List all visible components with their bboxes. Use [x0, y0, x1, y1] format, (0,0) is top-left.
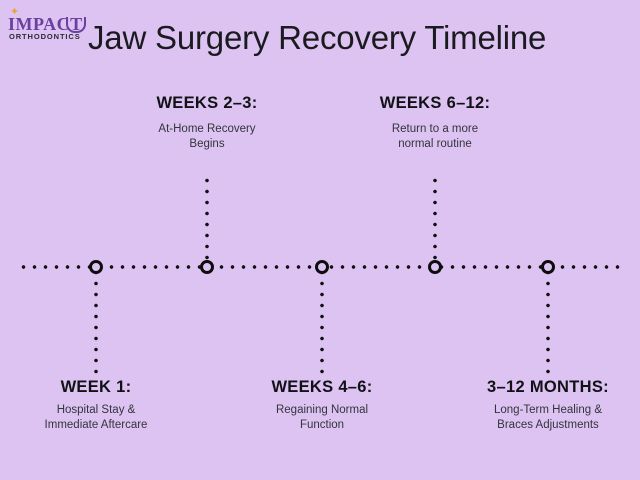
- milestone-description-line: Long-Term Healing &: [493, 403, 603, 416]
- timeline-marker-months-3-12[interactable]: [541, 260, 555, 274]
- milestone-description-line: Regaining Normal: [275, 403, 369, 416]
- timeline-connector: [546, 267, 550, 374]
- timeline-connector: [433, 175, 437, 267]
- sparkle-icon: ✦: [10, 6, 20, 18]
- milestone-description-line: normal routine: [398, 138, 472, 151]
- milestone-heading: WEEKS 4–6:: [271, 378, 373, 396]
- milestone-description: Hospital Stay & Immediate Aftercare: [0, 403, 206, 434]
- milestone-description-line: Hospital Stay &: [56, 403, 136, 416]
- brand-tagline: ORTHODONTICS: [9, 32, 81, 41]
- milestone-weeks-6-12: WEEKS 6–12: Return to a more normal routin…: [325, 94, 545, 153]
- milestone-description-line: Braces Adjustments: [497, 419, 599, 432]
- brand-logo: ✦ IMPACT ORTHODONTICS: [8, 6, 92, 43]
- timeline-marker-weeks-2-3[interactable]: [200, 260, 214, 274]
- milestone-description-line: Function: [299, 419, 345, 432]
- timeline-marker-weeks-6-12[interactable]: [428, 260, 442, 274]
- milestone-heading: 3–12 MONTHS:: [487, 378, 609, 396]
- milestone-description-line: Return to a more: [391, 122, 479, 135]
- milestone-description-line: Immediate Aftercare: [44, 419, 148, 432]
- timeline-connector: [205, 175, 209, 267]
- milestone-week-1: WEEK 1: Hospital Stay & Immediate Aftercar…: [0, 378, 206, 434]
- timeline-marker-weeks-4-6[interactable]: [315, 260, 329, 274]
- milestone-description-line: Begins: [189, 138, 225, 151]
- milestone-description: Long-Term Healing & Braces Adjustments: [438, 403, 640, 434]
- milestone-description-line: At-Home Recovery: [158, 122, 256, 135]
- milestone-heading: WEEKS 2–3:: [156, 94, 258, 112]
- timeline-marker-week-1[interactable]: [89, 260, 103, 274]
- timeline-connector: [320, 267, 324, 374]
- milestone-heading: WEEKS 6–12:: [379, 94, 491, 112]
- brand-name: IMPACT: [8, 14, 83, 34]
- timeline-connector: [94, 267, 98, 374]
- milestone-heading: WEEK 1:: [60, 378, 132, 396]
- page-title: Jaw Surgery Recovery Timeline: [88, 19, 547, 56]
- milestone-description: Return to a more normal routine: [325, 122, 545, 153]
- milestone-months-3-12: 3–12 MONTHS: Long-Term Healing & Braces Ad…: [438, 378, 640, 434]
- arch-icon: [66, 17, 86, 33]
